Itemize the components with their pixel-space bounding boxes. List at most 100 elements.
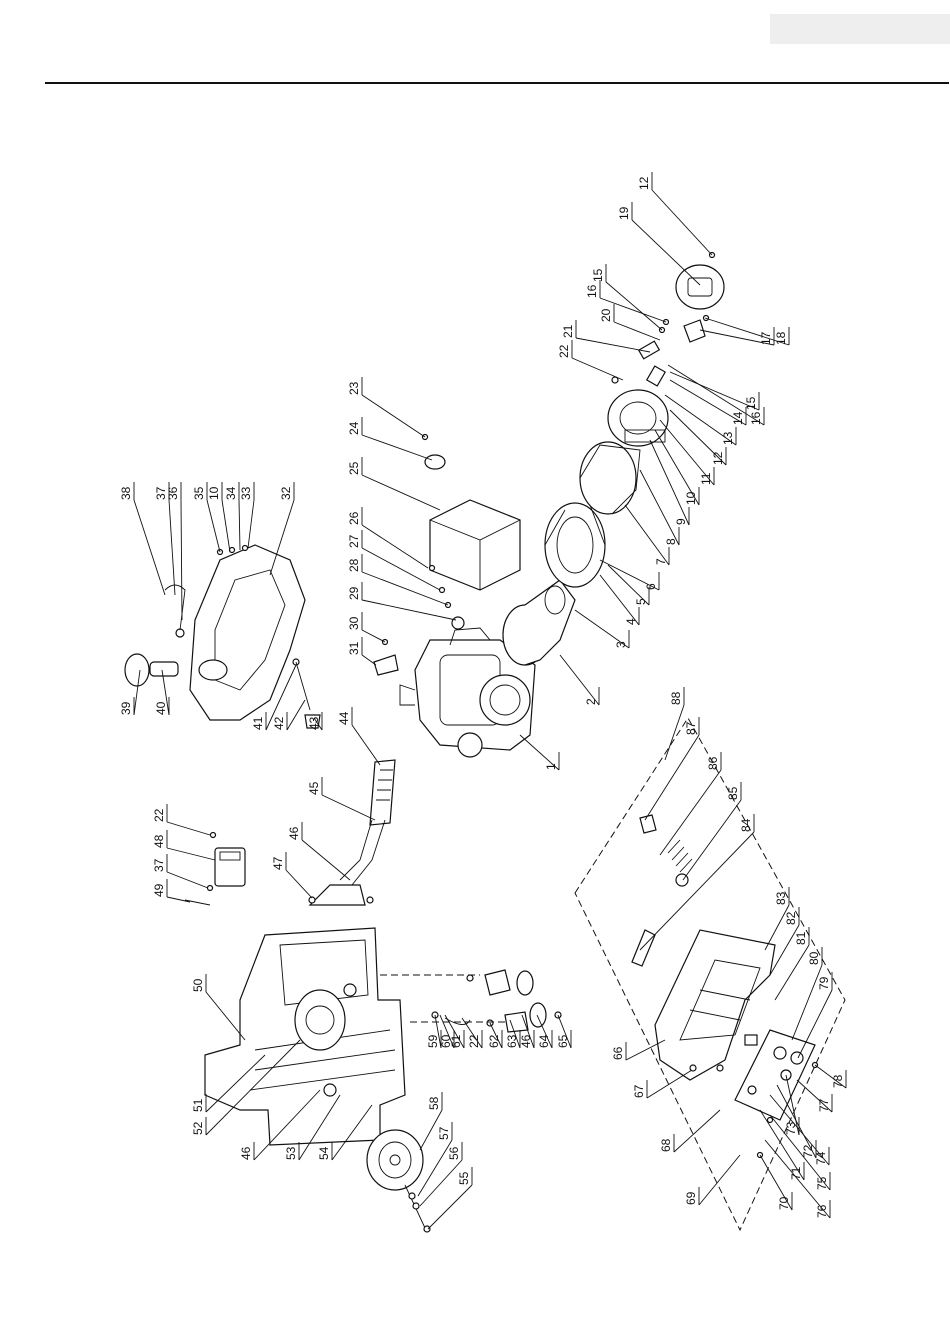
callout-label: 55 <box>457 1171 471 1185</box>
callout-label: 16 <box>585 284 599 298</box>
callout-label: 12 <box>711 451 725 465</box>
callout-label: 87 <box>684 721 698 735</box>
leader-line <box>167 848 215 860</box>
leader-line <box>792 965 822 1040</box>
callout-label: 48 <box>152 834 166 848</box>
callout-label: 73 <box>784 1121 798 1135</box>
callout-label: 65 <box>556 1034 570 1048</box>
callout-label: 26 <box>347 511 361 525</box>
leader-line <box>572 358 623 380</box>
callout-label: 27 <box>347 534 361 548</box>
leader-line <box>683 800 741 880</box>
callout-label: 68 <box>659 1138 673 1152</box>
leader-line <box>362 548 440 590</box>
callout-label: 22 <box>557 344 571 358</box>
callout-label: 10 <box>684 491 698 505</box>
callout-label: 79 <box>817 976 831 990</box>
leader-line <box>169 500 175 595</box>
leader-line <box>167 897 190 902</box>
leader-line <box>428 1185 472 1229</box>
frame-drawing <box>205 928 405 1145</box>
callout-label: 4 <box>624 618 638 625</box>
leader-line <box>665 705 684 760</box>
callout-label: 49 <box>152 883 166 897</box>
leader-line <box>674 1110 720 1152</box>
callout-label: 7 <box>654 558 668 565</box>
callout-label: 50 <box>191 978 205 992</box>
callout-label: 63 <box>505 1034 519 1048</box>
air-cleaner-drawing <box>423 435 521 591</box>
callout-label: 46 <box>239 1146 253 1160</box>
end-cover-drawing <box>676 253 724 310</box>
callout-label: 83 <box>774 891 788 905</box>
leader-line <box>775 945 809 1000</box>
leader-line <box>302 840 350 880</box>
callout-label: 78 <box>831 1074 845 1088</box>
callout-label: 15 <box>591 268 605 282</box>
callout-label: 52 <box>191 1121 205 1135</box>
leader-line <box>640 832 754 950</box>
callout-label: 40 <box>154 701 168 715</box>
callout-label: 69 <box>684 1191 698 1205</box>
callout-label: 37 <box>154 486 168 500</box>
leader-line <box>352 725 380 765</box>
leader-line <box>647 1070 692 1098</box>
leader-line <box>362 630 385 642</box>
callout-label: 28 <box>347 558 361 572</box>
callout-label: 82 <box>784 911 798 925</box>
callout-label: 44 <box>337 711 351 725</box>
callout-label: 56 <box>447 1146 461 1160</box>
callout-label: 54 <box>317 1146 331 1160</box>
leader-line <box>652 190 712 255</box>
callout-label: 12 <box>637 176 651 190</box>
callout-label: 16 <box>749 411 763 425</box>
leader-line <box>167 822 210 835</box>
callout-label: 43 <box>307 716 321 730</box>
callout-label: 37 <box>152 858 166 872</box>
callout-label: 10 <box>207 486 221 500</box>
callout-label: 15 <box>744 396 758 410</box>
callout-label: 17 <box>759 331 773 345</box>
callout-label: 25 <box>347 461 361 475</box>
fuel-tank-drawing <box>165 545 305 720</box>
leader-line <box>167 872 208 888</box>
callout-label: 31 <box>347 641 361 655</box>
callout-label: 62 <box>487 1034 501 1048</box>
callout-label: 53 <box>284 1146 298 1160</box>
leader-line <box>798 990 832 1058</box>
leader-line <box>248 500 254 548</box>
leader-line <box>362 525 428 568</box>
leader-line <box>239 500 240 550</box>
callout-label: 77 <box>817 1098 831 1112</box>
leader-line <box>206 992 245 1040</box>
callout-label: 22 <box>467 1034 481 1048</box>
callout-label: 13 <box>721 431 735 445</box>
leader-line <box>362 435 432 460</box>
callout-label: 88 <box>669 691 683 705</box>
leader-line <box>287 700 305 730</box>
wheel-drawing <box>367 1130 430 1232</box>
callout-label: 2 <box>584 698 598 705</box>
callout-label: 38 <box>119 486 133 500</box>
callout-label: 41 <box>251 716 265 730</box>
callout-label: 59 <box>426 1034 440 1048</box>
leader-line <box>362 572 448 605</box>
callout-label: 46 <box>287 826 301 840</box>
callout-label: 11 <box>699 472 713 485</box>
callout-label: 8 <box>664 538 678 545</box>
leader-line <box>560 655 599 705</box>
callout-label: 74 <box>814 1151 828 1165</box>
leader-line <box>181 500 182 620</box>
callout-label: 21 <box>561 324 575 338</box>
callout-label: 39 <box>119 701 133 715</box>
callout-label: 84 <box>739 818 753 832</box>
callout-label: 72 <box>801 1144 815 1158</box>
leader-line <box>362 655 376 665</box>
brush-parts-drawing <box>612 316 709 386</box>
leader-line <box>576 338 650 352</box>
callout-label: 3 <box>614 641 628 648</box>
callout-label: 67 <box>632 1084 646 1098</box>
callout-label: 30 <box>347 616 361 630</box>
callout-label: 33 <box>239 486 253 500</box>
